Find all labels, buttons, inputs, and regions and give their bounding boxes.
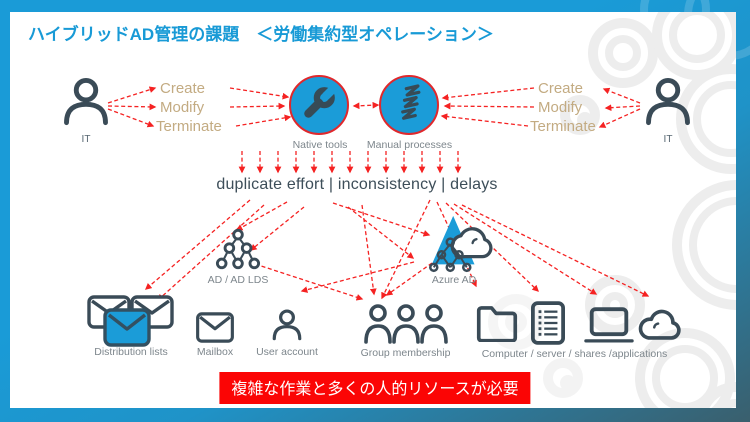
page-title: ハイブリッドAD管理の課題 ＜労働集約型オペレーション＞ <box>28 25 494 44</box>
group-membership-label: Group membership <box>360 347 451 359</box>
azure-ad-label: Azure AD <box>431 274 477 286</box>
it-actor-left: IT <box>58 74 114 145</box>
user-account-icon <box>270 306 304 348</box>
computer-server-shares-label: Computer / server / shares /applications <box>481 348 668 360</box>
action-modify-right: Modify <box>538 99 583 116</box>
actor-label: IT <box>81 134 91 145</box>
actor-label: IT <box>663 134 673 145</box>
deco-ring <box>560 95 600 135</box>
it-actor-right: IT <box>640 74 696 145</box>
native-tools-label: Native tools <box>292 139 348 151</box>
directory-tree-icon <box>215 227 261 278</box>
folder-icon <box>476 303 518 347</box>
native-tools-circle <box>289 75 349 135</box>
action-terminate-right: Terminate <box>530 118 596 135</box>
deco-ring <box>652 12 736 80</box>
action-create-right: Create <box>538 80 584 97</box>
distribution-lists-icon <box>86 294 178 353</box>
user-icon <box>60 74 112 133</box>
server-list-icon <box>531 301 565 350</box>
ad-adlds-label: AD / AD LDS <box>207 274 269 286</box>
deco-ring <box>543 358 583 398</box>
cloud-icon <box>638 309 682 347</box>
action-create-left: Create <box>160 80 206 97</box>
action-terminate-left: Terminate <box>156 118 222 135</box>
action-modify-left: Modify <box>160 99 205 116</box>
distribution-lists-label: Distribution lists <box>94 346 168 358</box>
wrench-icon <box>300 82 339 127</box>
scribble-icon <box>392 83 426 128</box>
mailbox-icon <box>196 312 234 348</box>
deco-ring <box>588 18 658 88</box>
user-account-label: User account <box>256 346 318 358</box>
deco-ring <box>672 180 736 310</box>
azure-ad-cloud-icon <box>424 212 494 283</box>
deco-ring <box>635 328 735 408</box>
laptop-icon <box>584 307 634 349</box>
bottleneck-text: duplicate effort | inconsistency | delay… <box>216 176 498 193</box>
manual-processes-circle <box>379 75 439 135</box>
mailbox-label: Mailbox <box>196 346 234 358</box>
manual-processes-label: Manual processes <box>366 139 453 151</box>
conclusion-banner: 複雑な作業と多くの人的リソースが必要 <box>219 372 531 404</box>
group-membership-icon <box>364 302 448 349</box>
user-icon <box>642 74 694 133</box>
